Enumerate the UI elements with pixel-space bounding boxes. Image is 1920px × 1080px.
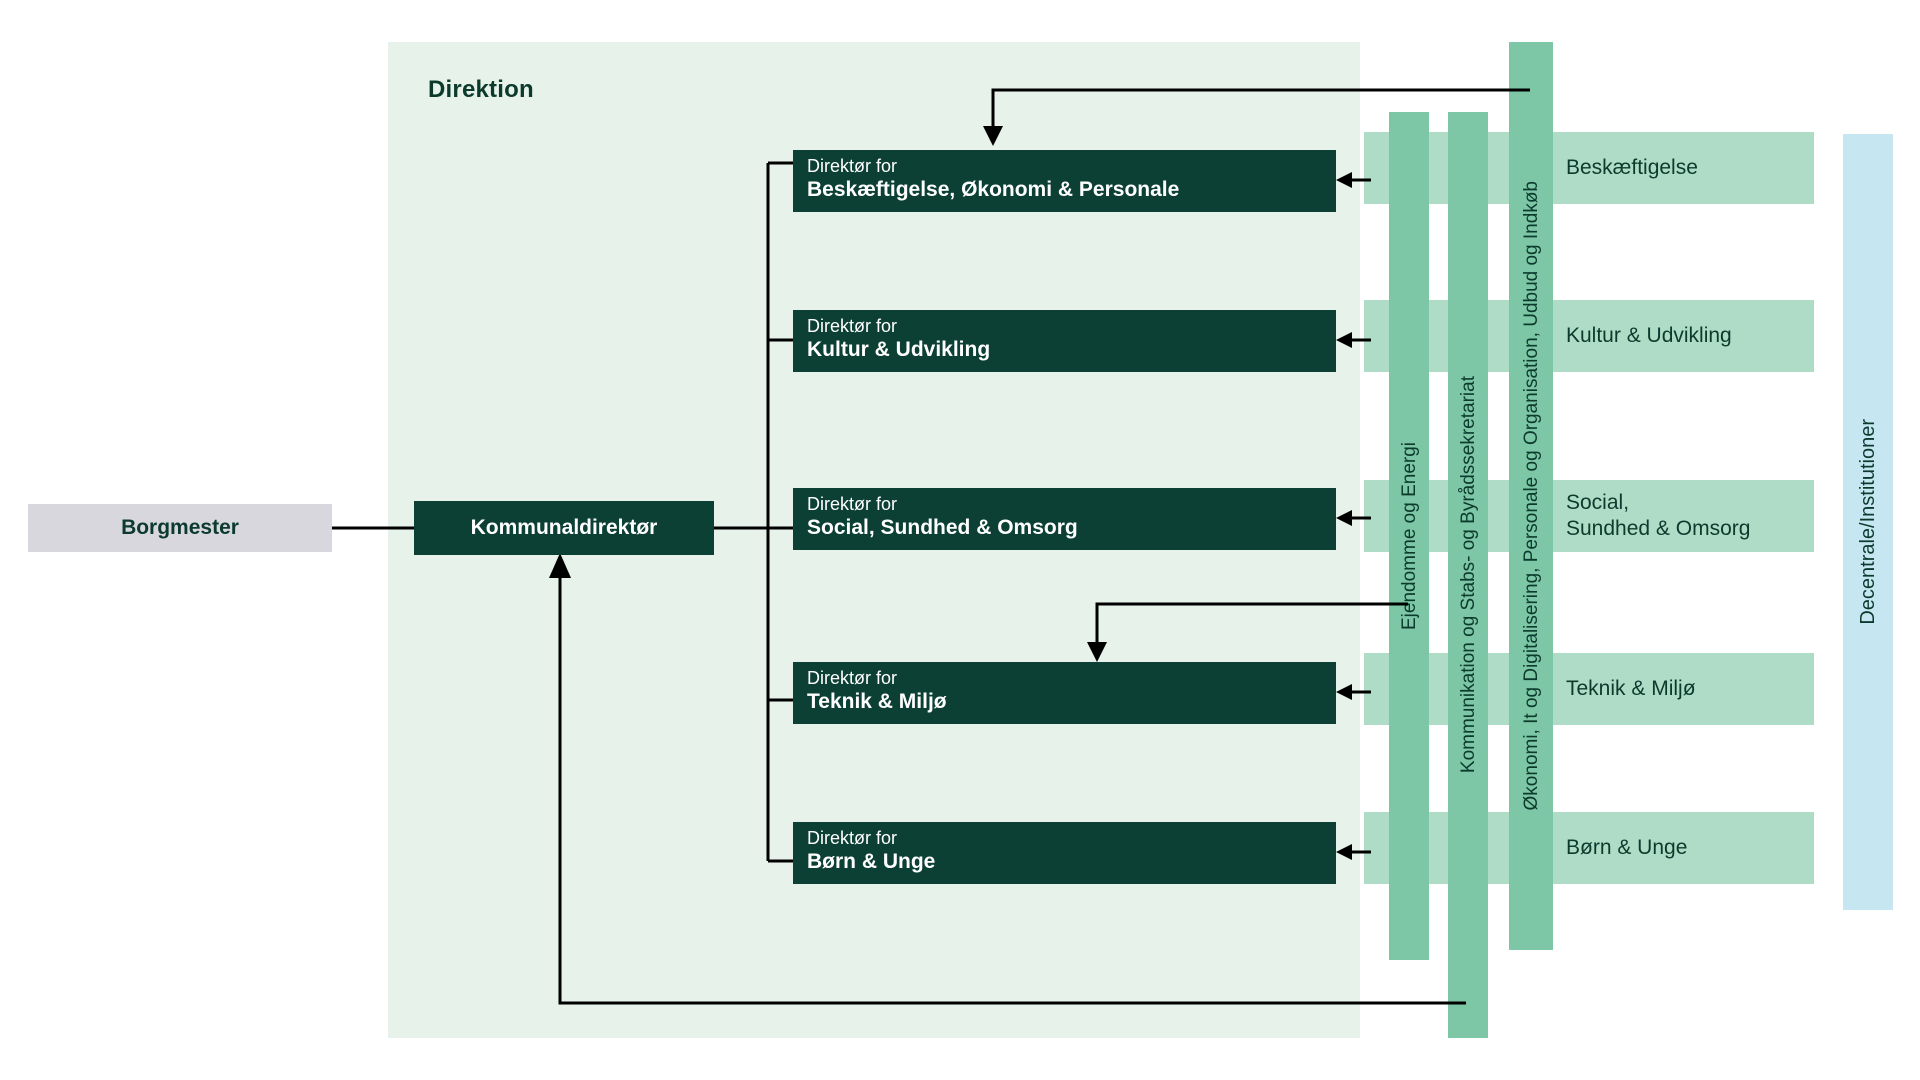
director-name: Beskæftigelse, Økonomi & Personale xyxy=(807,178,1180,201)
director-prefix: Direktør for xyxy=(807,668,897,688)
staff-column-label: Kommunikation og Stabs- og Byrådssekreta… xyxy=(1457,376,1479,774)
node-borgmester-label: Borgmester xyxy=(121,516,239,539)
director-prefix: Direktør for xyxy=(807,316,897,336)
decentral-institutions-column[interactable]: Decentrale/Institutioner xyxy=(1843,134,1893,910)
node-direktoer-beskaeftigelse-okonomi-personale[interactable]: Direktør for Beskæftigelse, Økonomi & Pe… xyxy=(793,150,1336,212)
department-band-kultur-udvikling[interactable]: Kultur & Udvikling xyxy=(1364,300,1814,372)
department-label: Kultur & Udvikling xyxy=(1566,324,1732,347)
department-band-social-sundhed-omsorg[interactable]: Social, Sundhed & Omsorg xyxy=(1364,480,1814,552)
department-band-beskaeftigelse[interactable]: Beskæftigelse xyxy=(1364,132,1814,204)
decentral-institutions-label: Decentrale/Institutioner xyxy=(1856,419,1879,625)
director-name: Teknik & Miljø xyxy=(807,690,947,713)
node-kommunaldirektoer[interactable]: Kommunaldirektør xyxy=(414,501,714,555)
node-direktoer-kultur-udvikling[interactable]: Direktør for Kultur & Udvikling xyxy=(793,310,1336,372)
staff-column-label: Ejendomme og Energi xyxy=(1398,442,1420,630)
node-direktoer-social-sundhed-omsorg[interactable]: Direktør for Social, Sundhed & Omsorg xyxy=(793,488,1336,550)
director-name: Børn & Unge xyxy=(807,850,936,873)
department-band-boern-unge[interactable]: Børn & Unge xyxy=(1364,812,1814,884)
staff-column-okonomi-it-digitalisering[interactable]: Økonomi, It og Digitalisering, Personale… xyxy=(1509,42,1553,950)
director-prefix: Direktør for xyxy=(807,494,897,514)
department-label: Børn & Unge xyxy=(1566,836,1688,859)
department-band-teknik-miljoe[interactable]: Teknik & Miljø xyxy=(1364,653,1814,725)
director-prefix: Direktør for xyxy=(807,828,897,848)
staff-column-ejendomme-og-energi[interactable]: Ejendomme og Energi xyxy=(1389,112,1429,960)
director-prefix: Direktør for xyxy=(807,156,897,176)
node-borgmester[interactable]: Borgmester xyxy=(28,504,332,552)
node-direktoer-boern-unge[interactable]: Direktør for Børn & Unge xyxy=(793,822,1336,884)
department-label: Social, Sundhed & Omsorg xyxy=(1566,491,1751,540)
director-name: Social, Sundhed & Omsorg xyxy=(807,516,1078,539)
node-direktoer-teknik-miljoe[interactable]: Direktør for Teknik & Miljø xyxy=(793,662,1336,724)
director-name: Kultur & Udvikling xyxy=(807,338,991,361)
department-label: Beskæftigelse xyxy=(1566,156,1698,179)
staff-column-kommunikation-stabs-byraadssekretariat[interactable]: Kommunikation og Stabs- og Byrådssekreta… xyxy=(1448,112,1488,1038)
page-title: Direktion xyxy=(428,76,534,103)
node-kommunaldirektoer-label: Kommunaldirektør xyxy=(470,516,658,539)
department-label: Teknik & Miljø xyxy=(1566,677,1696,700)
staff-column-label: Økonomi, It og Digitalisering, Personale… xyxy=(1520,181,1542,811)
